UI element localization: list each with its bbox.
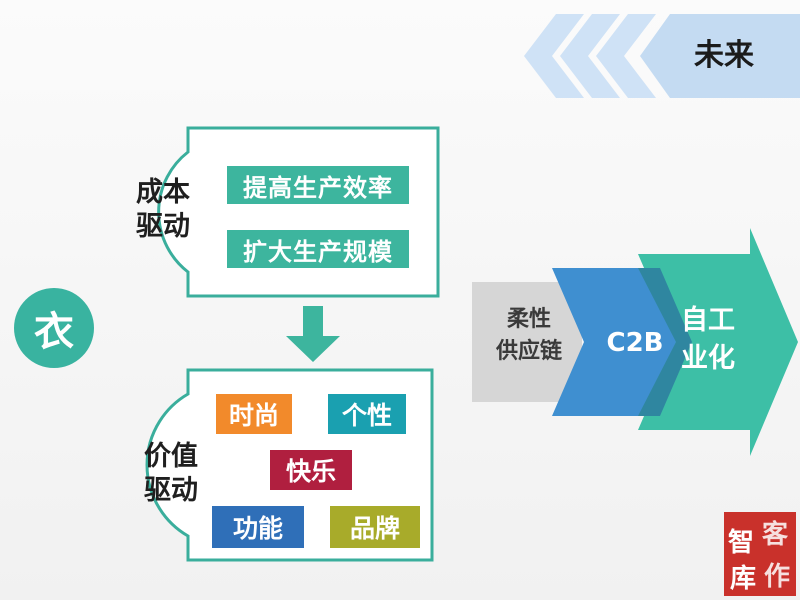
watermark-char-4: 作 [764, 562, 791, 592]
value-tag-fashion: 时尚 [216, 394, 292, 434]
value-tag-happiness: 快乐 [270, 450, 352, 490]
value-driven-label: 价值 驱动 [136, 440, 206, 508]
flow-step1-text: 柔性 供应链 [474, 304, 584, 368]
flow-step3-line1: 自工 [681, 305, 735, 336]
flow-step3-text: 自工 业化 [666, 302, 750, 378]
flow-step3-line2: 业化 [681, 343, 735, 374]
clothing-symbol-circle: 衣 [14, 288, 94, 368]
cost-item-efficiency: 提高生产效率 [227, 166, 409, 204]
watermark-char-1: 智 [728, 528, 755, 558]
watermark-char-3: 库 [730, 564, 757, 594]
flow-step1-line2: 供应链 [495, 339, 562, 364]
cost-driven-label-line2: 驱动 [136, 211, 190, 242]
cost-driven-label: 成本 驱动 [128, 176, 198, 244]
header-chevron-banner [524, 14, 800, 98]
flow-diagram [472, 228, 798, 456]
flow-step1-line1: 柔性 [506, 307, 551, 332]
value-driven-label-line2: 驱动 [144, 475, 198, 506]
flow-step2-text: C2B [606, 328, 664, 358]
flow-step3-shape [638, 228, 798, 456]
watermark-char-2: 客 [762, 520, 789, 550]
cost-item-scale: 扩大生产规模 [227, 230, 409, 268]
flow-step1-shape [472, 282, 582, 402]
down-arrow [286, 306, 340, 362]
cost-driven-callout [157, 126, 440, 298]
value-driven-label-line1: 价值 [144, 441, 198, 472]
cost-driven-label-line1: 成本 [136, 177, 190, 208]
page-title: 未来 [694, 38, 754, 73]
value-tag-function: 功能 [212, 506, 304, 548]
value-tag-personality: 个性 [328, 394, 406, 434]
value-tag-brand: 品牌 [330, 506, 420, 548]
watermark-seal: 智 客 库 作 [724, 512, 796, 596]
